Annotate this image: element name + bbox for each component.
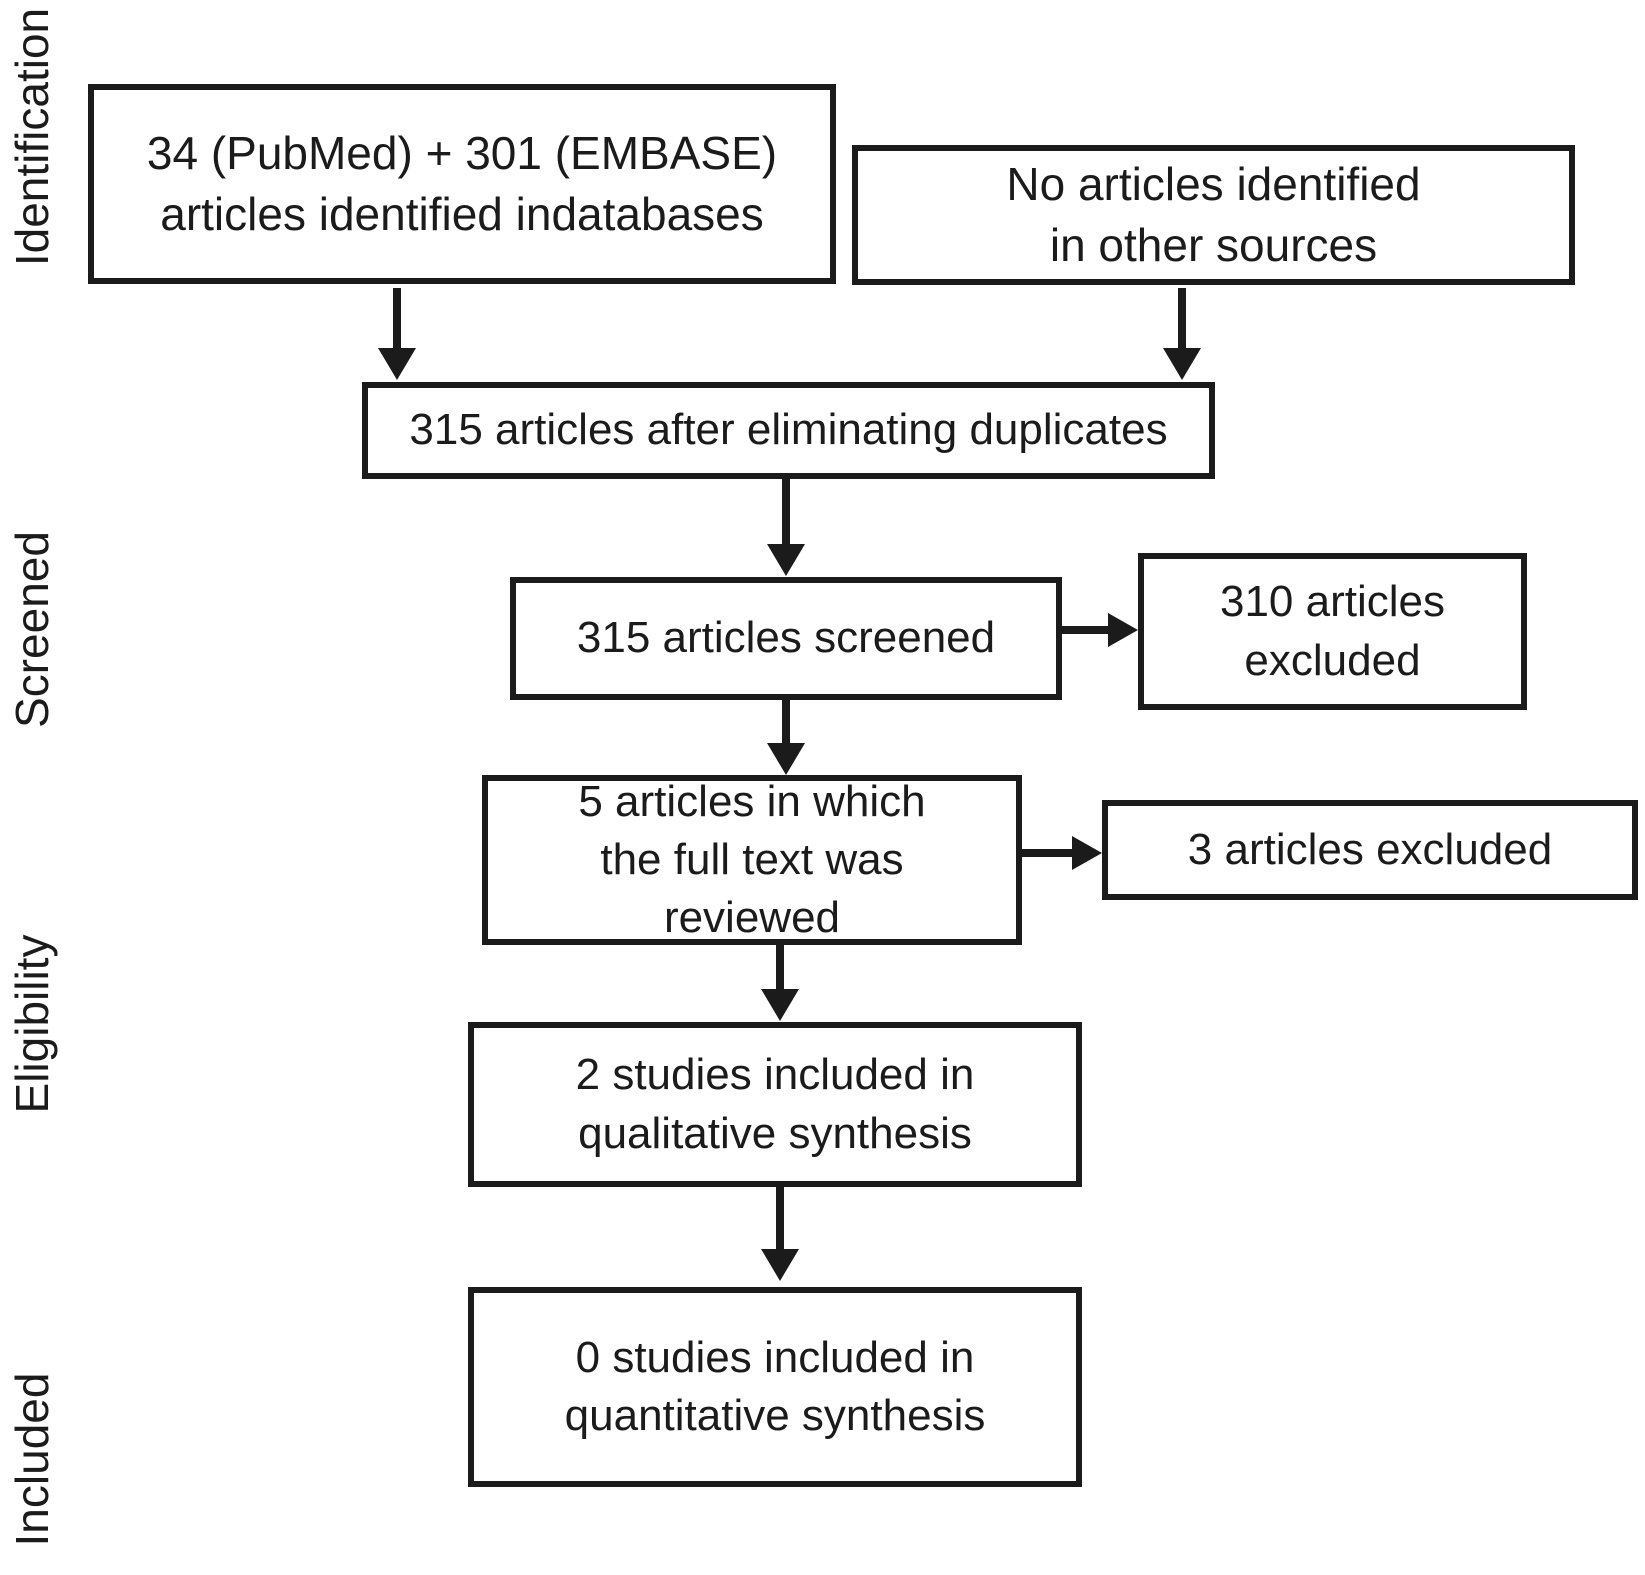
arrow-qualitative-to-quantitative-icon [761, 1187, 799, 1281]
box-articles-identified-databases: 34 (PubMed) + 301 (EMBASE) articles iden… [88, 84, 836, 284]
arrow-identified-to-duplicates-icon [378, 288, 416, 380]
arrow-other-sources-to-duplicates-icon [1163, 288, 1201, 380]
arrow-screened-to-excluded-icon [1062, 613, 1138, 647]
box-no-articles-other-sources: No articles identified in other sources [852, 145, 1575, 285]
box-articles-screened: 315 articles screened [510, 577, 1062, 700]
arrow-duplicates-to-screened-icon [767, 479, 805, 576]
box-3-articles-excluded: 3 articles excluded [1102, 800, 1638, 900]
stage-label-included: Included [6, 1372, 58, 1547]
box-full-text-reviewed: 5 articles in which the full text was re… [482, 775, 1022, 945]
stage-label-identification: Identification [6, 7, 58, 267]
stage-label-eligibility: Eligibility [6, 934, 58, 1114]
box-quantitative-synthesis: 0 studies included in quantitative synth… [468, 1287, 1082, 1487]
box-qualitative-synthesis: 2 studies included in qualitative synthe… [468, 1022, 1082, 1187]
arrow-fulltext-to-excluded-icon [1022, 836, 1102, 870]
box-after-eliminating-duplicates: 315 articles after eliminating duplicate… [362, 382, 1215, 479]
box-310-articles-excluded: 310 articles excluded [1138, 553, 1527, 710]
arrow-screened-to-fulltext-icon [767, 700, 805, 775]
stage-label-screened: Screened [6, 531, 58, 728]
arrow-fulltext-to-qualitative-icon [761, 945, 799, 1021]
